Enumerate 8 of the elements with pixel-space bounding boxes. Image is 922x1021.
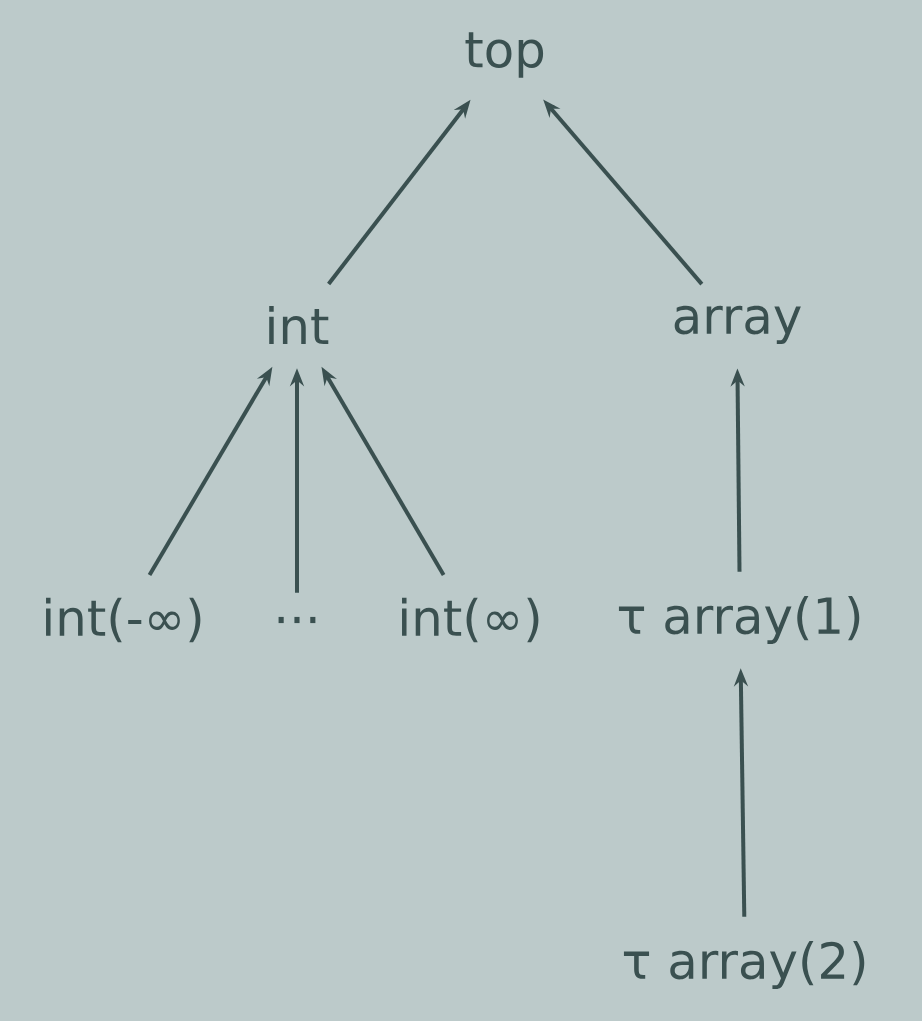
node-label: int(∞) (402, 597, 539, 643)
node-label: top (465, 32, 544, 78)
node-label: ... (278, 616, 316, 624)
node-label: int (269, 306, 329, 344)
node-label: τ array(2) (623, 940, 865, 990)
node-label: array (674, 305, 801, 345)
node-label: τ array(1) (618, 595, 860, 645)
node-label: int(-∞) (46, 597, 201, 643)
